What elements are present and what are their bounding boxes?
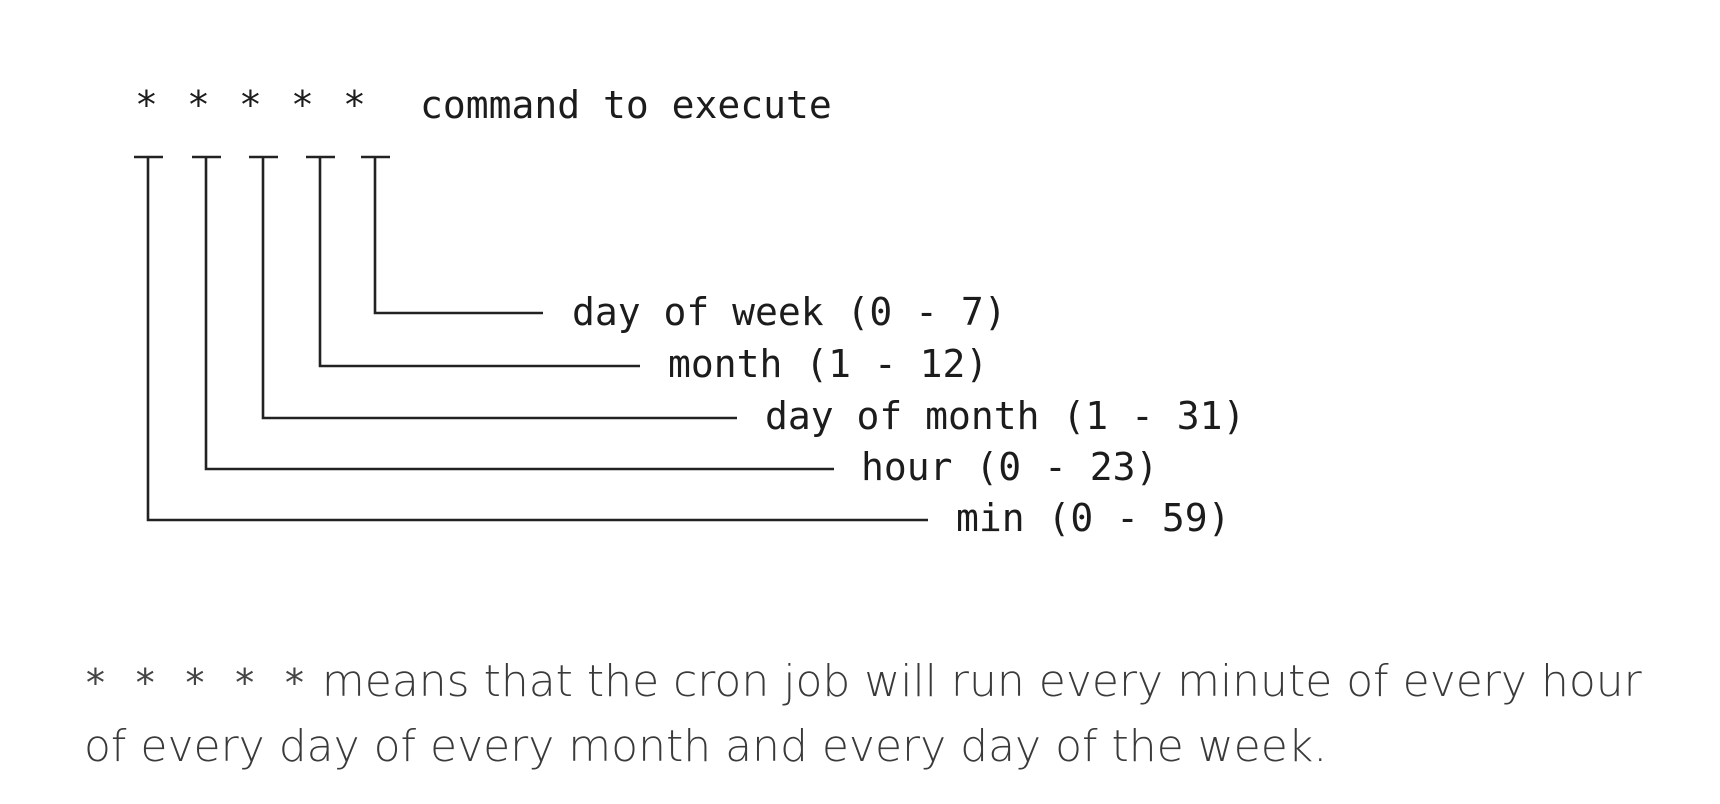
connector-min [134,155,928,522]
field-labels: day of week (0 - 7) month (1 - 12) day o… [572,290,1245,540]
cron-field-star-day-of-month: * [239,83,262,127]
cron-field-star-hour: * [187,83,210,127]
connector-day-of-week [361,155,543,315]
cron-field-star-month: * [291,83,314,127]
cron-field-star-day-of-week: * [343,83,366,127]
field-connectors [134,155,928,522]
label-day-of-month: day of month (1 - 31) [765,394,1245,438]
cron-field-star-min: * [135,83,158,127]
caption-text: means that the cron job will run every m… [84,656,1642,772]
explanation-caption: * * * * * means that the cron job will r… [84,650,1684,779]
caption-stars: * * * * * [84,661,308,705]
connector-day-of-month [249,155,737,420]
label-hour: hour (0 - 23) [861,445,1158,489]
label-day-of-week: day of week (0 - 7) [572,290,1007,334]
command-label: command to execute [420,83,832,127]
label-min: min (0 - 59) [956,496,1231,540]
connector-month [306,155,640,368]
connector-hour [192,155,834,471]
cron-fields-row: * * * * * command to execute [135,83,832,127]
label-month: month (1 - 12) [668,342,988,386]
